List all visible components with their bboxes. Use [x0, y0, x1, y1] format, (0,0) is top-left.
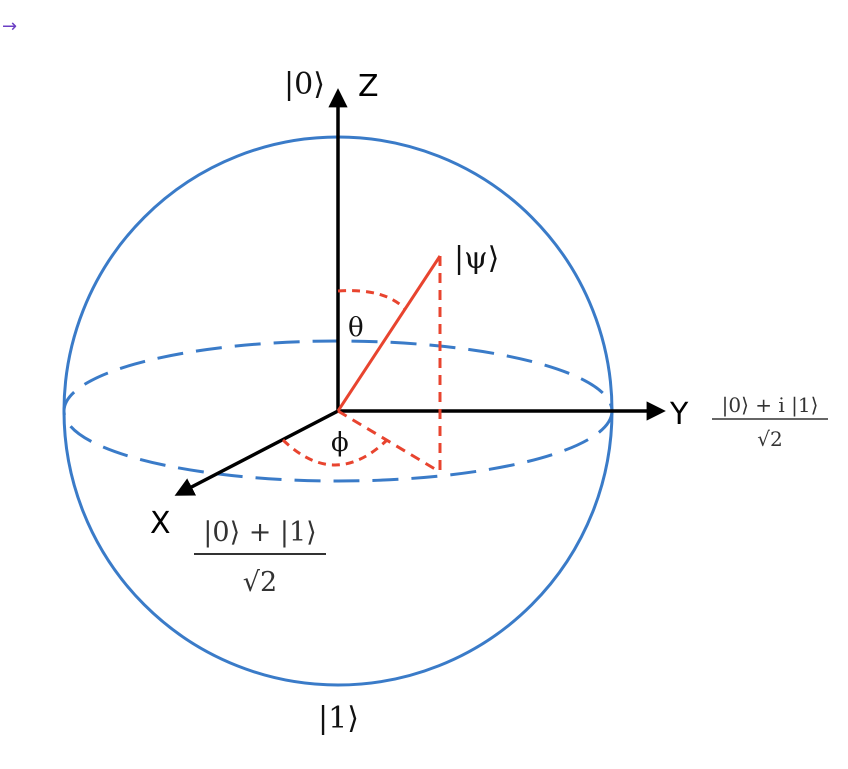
ket-one-label: |1⟩	[318, 701, 359, 736]
z-axis-label: Z	[358, 69, 379, 104]
x-axis-line	[174, 409, 339, 496]
y-axis-label: Y	[669, 397, 689, 432]
x-state-numerator: |0⟩ + |1⟩	[203, 517, 316, 548]
y-state-numerator: |0⟩ + i |1⟩	[722, 393, 819, 418]
state-projection-plane	[337, 409, 441, 474]
y-state-denominator: √2	[757, 427, 782, 451]
phi-arc	[281, 438, 389, 467]
theta-label: θ	[348, 313, 364, 343]
x-state-denominator: √2	[243, 567, 277, 598]
theta-arc	[337, 289, 407, 311]
psi-label: |ψ⟩	[454, 241, 499, 276]
nav-arrow-icon[interactable]: →	[2, 16, 17, 37]
x-axis-label: X	[150, 506, 171, 541]
ket-zero-label: |0⟩	[284, 67, 325, 102]
phi-label: ϕ	[331, 428, 349, 458]
state-vector	[336, 255, 442, 412]
